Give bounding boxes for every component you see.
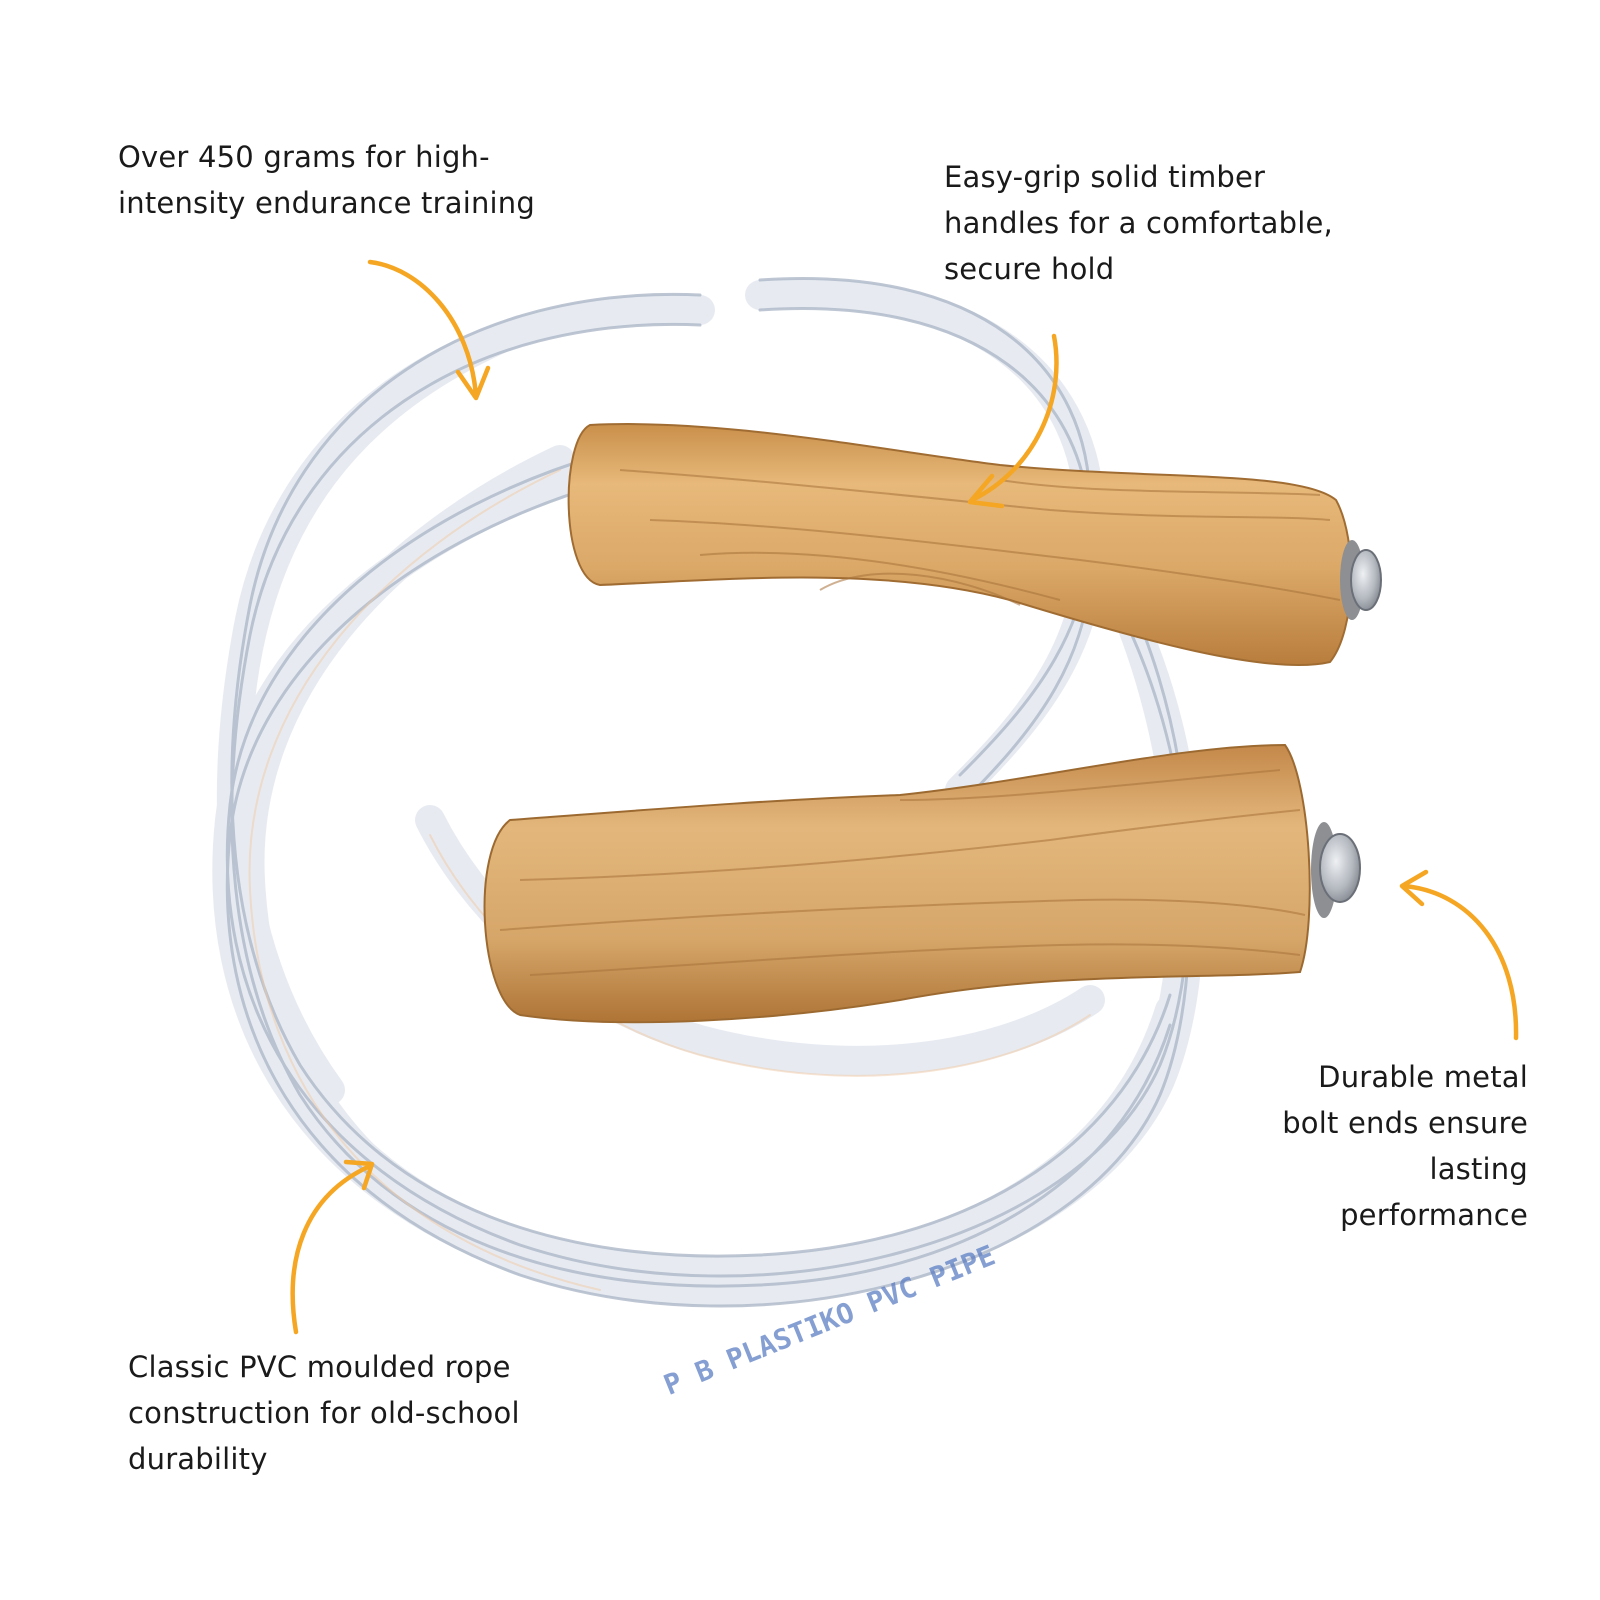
callout-rope-line: Classic PVC moulded rope [128,1350,511,1384]
callout-weight: Over 450 grams for high- intensity endur… [118,134,535,226]
arrow-icon-bolts [1399,869,1519,1041]
callout-rope: Classic PVC moulded rope construction fo… [128,1344,520,1482]
callout-rope-line: construction for old-school [128,1396,520,1430]
bottom-wooden-handle [483,743,1361,1024]
callout-handles: Easy-grip solid timber handles for a com… [944,154,1333,292]
callout-bolts-line: performance [1340,1198,1528,1232]
arrow-icon-weight [367,259,491,401]
callout-handles-line: handles for a comfortable, [944,206,1333,240]
callout-bolts-line: lasting [1429,1152,1528,1186]
callout-rope-line: durability [128,1442,268,1476]
top-wooden-handle [567,423,1382,667]
arrow-icon-rope [290,1159,375,1335]
callout-weight-line: Over 450 grams for high- [118,140,490,174]
callout-weight-line: intensity endurance training [118,186,535,220]
callout-handles-line: Easy-grip solid timber [944,160,1266,194]
arrow-icon-handles [967,333,1059,509]
callout-bolts-line: bolt ends ensure [1282,1106,1528,1140]
callout-handles-line: secure hold [944,252,1115,286]
top-bolt-icon [1350,549,1382,611]
callout-bolts-line: Durable metal [1318,1060,1528,1094]
bottom-bolt-icon [1319,833,1361,903]
callout-bolts: Durable metal bolt ends ensure lasting p… [1282,1054,1528,1238]
